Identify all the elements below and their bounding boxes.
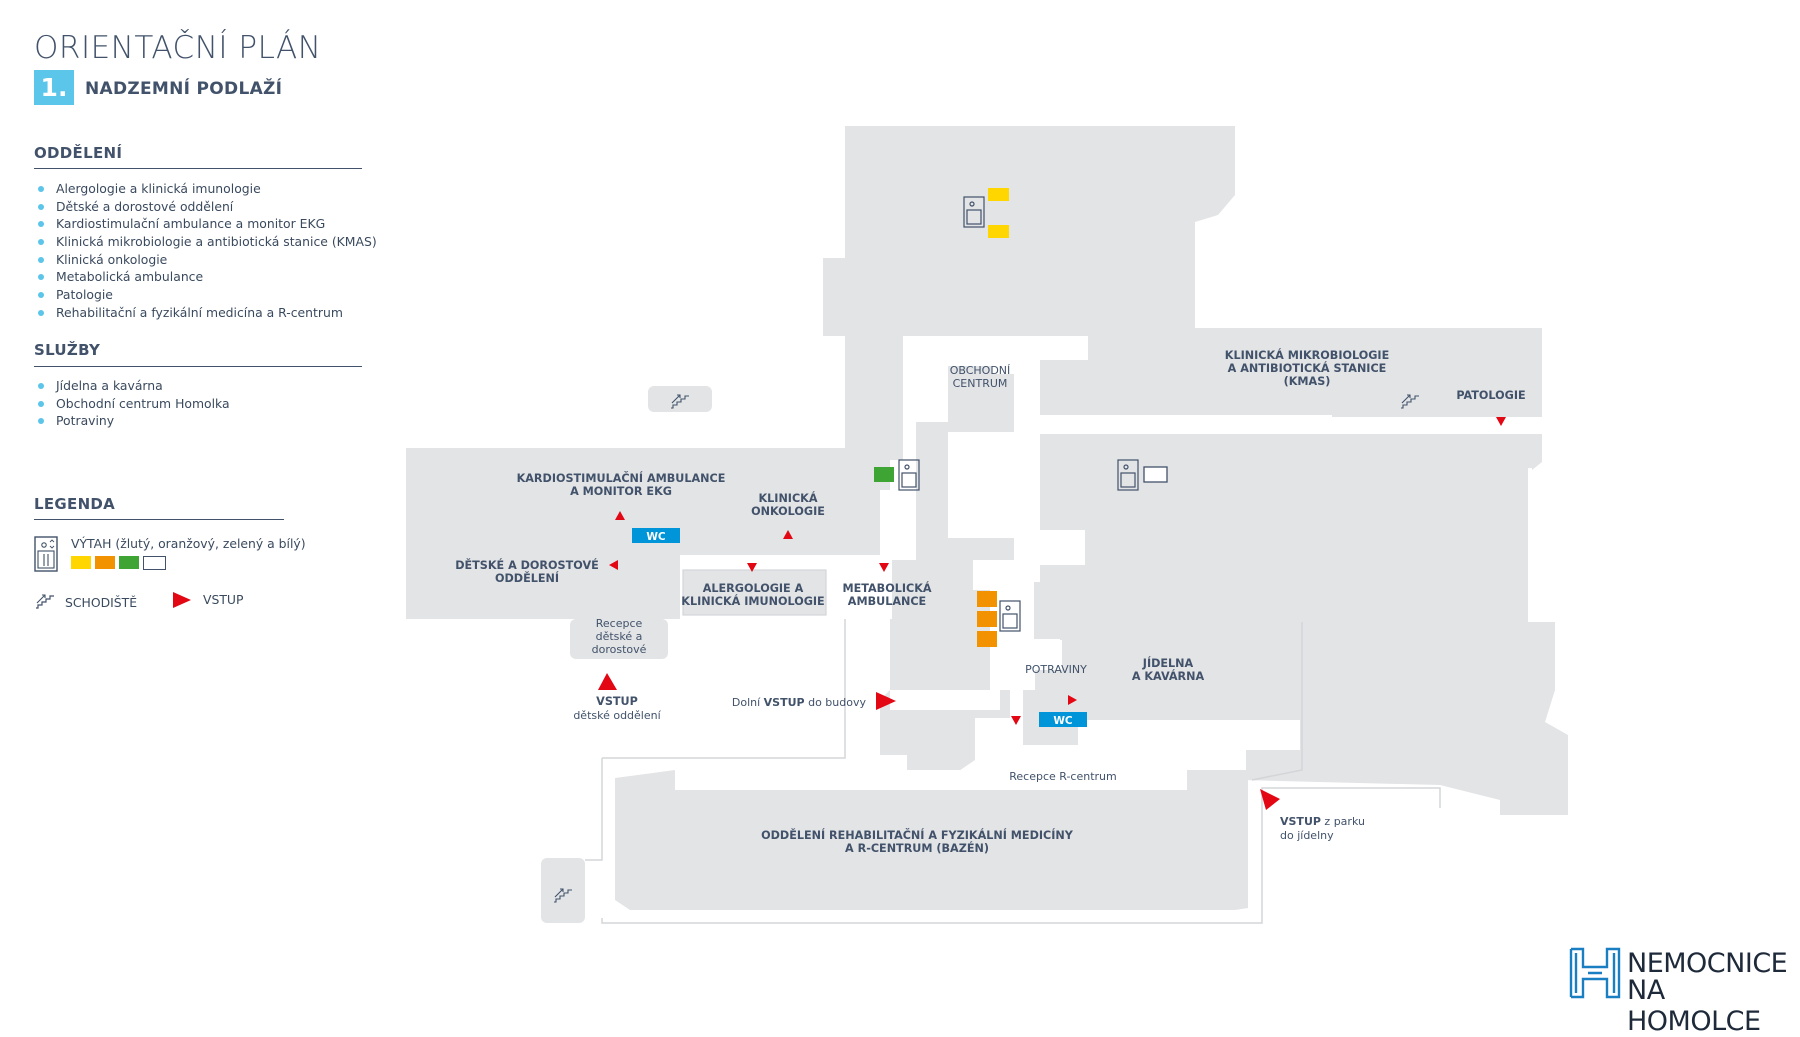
list-item: Alergologie a klinická imunologie [38, 180, 377, 198]
wc-label: WC [1053, 715, 1073, 727]
elevator-yellow [988, 188, 1009, 238]
map-label-obchodni-centrum: CENTRUM [953, 377, 1008, 390]
stairs-icon [671, 394, 689, 409]
map-label-alergologie: ALERGOLOGIE A [703, 582, 804, 595]
corridor-outline [585, 619, 1441, 924]
stairs-icon [36, 594, 54, 609]
map-label-rehabilitace: A R-CENTRUM (BAZÉN) [845, 842, 989, 855]
corridors [675, 336, 1542, 790]
entrance-dolni-text: Dolní [732, 696, 764, 709]
elevator-icon [34, 536, 58, 572]
entrance-park-vstup: VSTUP [1280, 815, 1321, 828]
map-label-recepce-deti: dorostové [592, 643, 647, 656]
entrance-park-subtitle: do jídelny [1280, 829, 1334, 842]
entrance-arrow-icon [876, 692, 896, 710]
map-label-recepce-deti: dětské a [596, 630, 643, 643]
elevator-white-swatch [143, 556, 166, 570]
map-label-onkologie: KLINICKÁ [758, 492, 817, 505]
list-item: Dětské a dorostové oddělení [38, 198, 377, 216]
elevator-icon [898, 459, 920, 491]
elevator-green-swatch [119, 556, 139, 569]
wc-badge [632, 528, 680, 543]
map-label-deti: DĚTSKÉ A DOROSTOVÉ [455, 559, 599, 572]
list-item: Rehabilitační a fyzikální medicína a R-c… [38, 304, 377, 322]
elevator-icon [1117, 459, 1139, 491]
map-label-kardio: KARDIOSTIMULAČNÍ AMBULANCE [517, 472, 726, 485]
map-label-alergologie: KLINICKÁ IMUNOLOGIE [681, 595, 824, 608]
list-item: Kardiostimulační ambulance a monitor EKG [38, 215, 377, 233]
entrance-deti-title: VSTUP [596, 695, 638, 708]
map-label-onkologie: ONKOLOGIE [751, 505, 825, 518]
entrance-arrow-icon [1260, 789, 1280, 810]
list-item: Potraviny [38, 412, 230, 430]
entrance-dolni-text: do budovy [805, 696, 867, 709]
elevator-white [1143, 466, 1168, 483]
map-label-deti: ODDĚLENÍ [495, 572, 559, 585]
map-label-patologie: PATOLOGIE [1456, 389, 1525, 402]
map-label-kmas: KLINICKÁ MIKROBIOLOGIE [1225, 349, 1389, 362]
logo-line1: NEMOCNICE [1627, 948, 1788, 979]
corridor-outline [1251, 622, 1303, 781]
elevator-orange-swatch [95, 556, 115, 569]
map-label-recepce-r-centrum: Recepce R-centrum [1009, 770, 1117, 783]
entrance-deti-subtitle: dětské oddělení [573, 709, 661, 722]
list-item: Obchodní centrum Homolka [38, 395, 230, 413]
entrance-arrow-icon [598, 673, 617, 690]
map-label-jidelna: JÍDELNA [1142, 657, 1194, 670]
services-divider [34, 366, 362, 367]
map-label-metabolicka: METABOLICKÁ [842, 582, 931, 595]
departments-divider [34, 168, 362, 169]
list-item: Jídelna a kavárna [38, 377, 230, 395]
entrance-arrow-icon [173, 592, 191, 608]
elevator-green [874, 467, 894, 482]
entrance-dolni-caption: Dolní VSTUP do budovy [732, 696, 867, 709]
entrance-park-caption: VSTUP z parku [1280, 815, 1365, 828]
map-label-metabolicka: AMBULANCE [848, 595, 926, 608]
stairs-icon [1401, 394, 1419, 409]
entrance-markers [609, 417, 1506, 725]
hospital-logo-icon [1569, 947, 1621, 999]
list-item: Klinická onkologie [38, 251, 377, 269]
legend-stairs-text: SCHODIŠTĚ [65, 595, 138, 610]
map-label-recepce-deti: Recepce [596, 617, 643, 630]
elevator-icon [999, 600, 1021, 632]
departments-list: Alergologie a klinická imunologie Dětské… [38, 180, 377, 322]
entrance-park-text: z parku [1321, 815, 1365, 828]
legend-divider [34, 519, 284, 520]
departments-heading: ODDĚLENÍ [34, 144, 123, 162]
elevator-yellow-swatch [71, 556, 91, 569]
page-title: ORIENTAČNÍ PLÁN [34, 30, 322, 66]
elevator-orange [977, 591, 997, 647]
map-label-jidelna: A KAVÁRNA [1132, 670, 1205, 683]
list-item: Metabolická ambulance [38, 268, 377, 286]
stairs-icon [554, 888, 572, 903]
map-label-obchodni-centrum: OBCHODNÍ [950, 364, 1011, 377]
services-heading: SLUŽBY [34, 341, 101, 359]
map-label-kmas: A ANTIBIOTICKÁ STANICE [1228, 362, 1387, 375]
floor-number-badge: 1. [34, 70, 74, 105]
map-label-kardio: A MONITOR EKG [570, 485, 672, 498]
wc-badge [1039, 712, 1087, 727]
wc-label: WC [646, 531, 666, 543]
list-item: Patologie [38, 286, 377, 304]
map-label-potraviny: POTRAVINY [1025, 663, 1087, 676]
map-label-kmas: (KMAS) [1284, 375, 1331, 388]
list-item: Klinická mikrobiologie a antibiotická st… [38, 233, 377, 251]
allergy-room [682, 569, 827, 616]
elevator-icon [963, 196, 985, 228]
legend-entrance-text: VSTUP [203, 592, 244, 607]
legend-heading: LEGENDA [34, 495, 116, 513]
services-list: Jídelna a kavárna Obchodní centrum Homol… [38, 377, 230, 430]
entrance-dolni-vstup: VSTUP [764, 696, 805, 709]
map-label-rehabilitace: ODDĚLENÍ REHABILITAČNÍ A FYZIKÁLNÍ MEDIC… [761, 829, 1074, 842]
legend-elevator-text: VÝTAH (žlutý, oranžový, zelený a bílý) [71, 536, 306, 551]
floor-label: NADZEMNÍ PODLAŽÍ [85, 79, 283, 99]
